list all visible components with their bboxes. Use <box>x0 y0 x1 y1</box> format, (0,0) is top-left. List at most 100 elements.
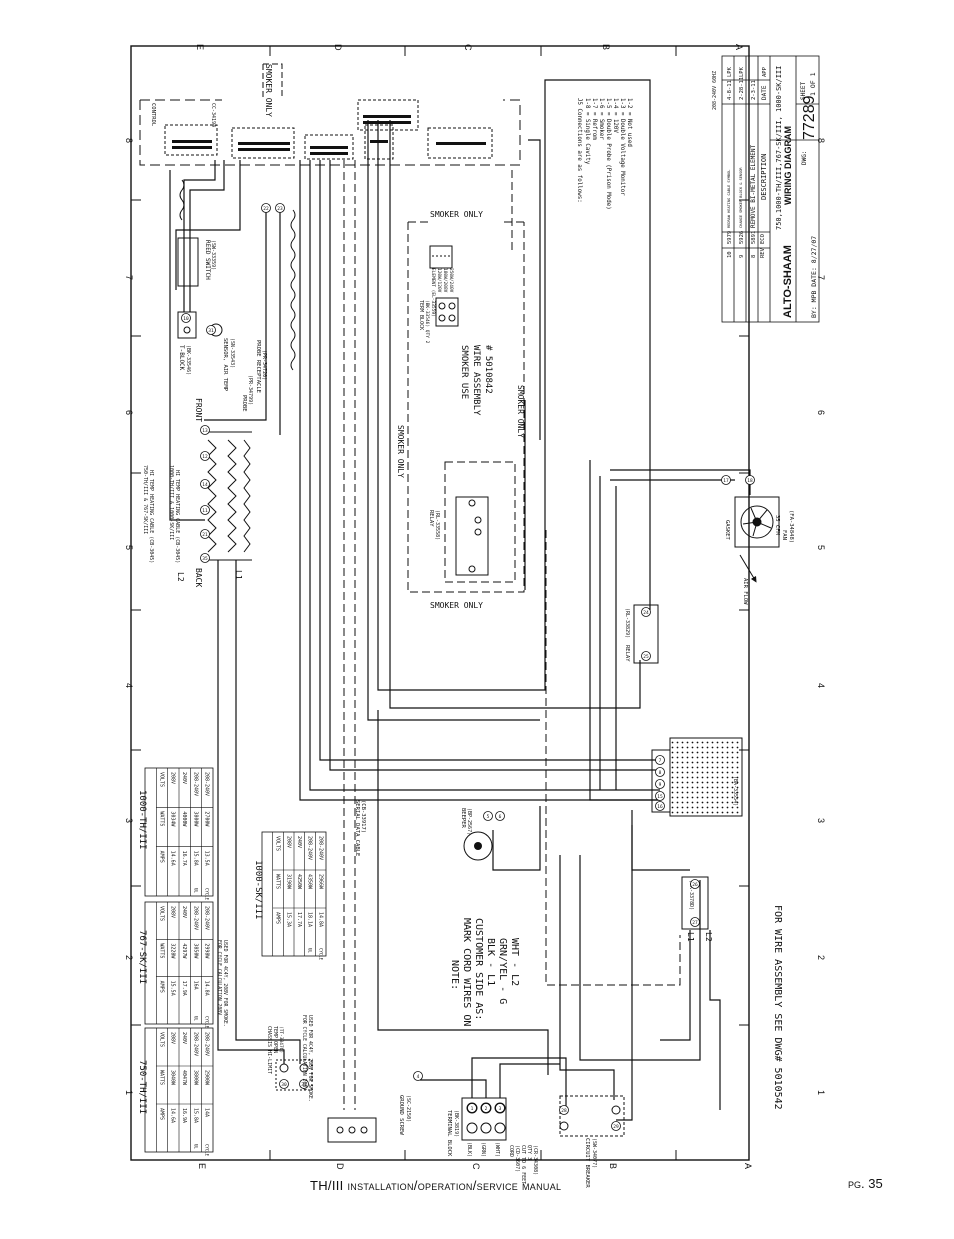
spec-tables: 750-TH/IIIVOLTSWATTSAMPS208V3040W14.6A24… <box>137 767 327 1157</box>
spec-table-cell: 208-240V <box>204 906 210 930</box>
grid-number-left-4: 4 <box>124 683 134 688</box>
wire-number-label: 13 <box>202 428 208 434</box>
l1-label: L1 <box>234 570 243 580</box>
spec-table-cell: 208-240V <box>307 836 313 860</box>
spec-table-cell: 240V <box>181 1032 187 1044</box>
svg-text:(BK-33546) QTY 2: (BK-33546) QTY 2 <box>424 300 430 344</box>
tb-app-9: LPK <box>739 66 745 77</box>
wire-number-bubble <box>745 475 755 485</box>
svg-text:GRN/YEL - G: GRN/YEL - G <box>497 938 508 1004</box>
wire-number-bubble <box>641 651 651 661</box>
smoker-only-label-left: SMOKER ONLY <box>396 425 405 478</box>
spec-table-cell: 3228W <box>170 943 176 959</box>
j5-legend: J5 Connections are as follows: 1-8 = Sin… <box>576 98 632 210</box>
wire-number-bubble <box>200 425 210 435</box>
smoker-wire-assy-2: WIRE ASSEMBLY <box>471 345 481 416</box>
wire-number-label: 12 <box>202 454 208 460</box>
tb-rev-8: 8 <box>751 255 757 258</box>
spec-table-cell: 16.9A <box>181 1108 187 1123</box>
grid-number-right-4: 4 <box>816 683 826 688</box>
wire-number-bubble <box>559 1105 569 1115</box>
wire-number-label: 28 <box>561 1108 567 1114</box>
heating-cable-label-3: 750-TH/III & 767-SK/III <box>142 465 148 534</box>
spec-table-row-tag: UL <box>193 888 198 893</box>
grid-number-left-2: 2 <box>124 955 134 960</box>
tb-rev-10: 10 <box>727 251 733 258</box>
spec-table-cell: 3800W <box>192 811 198 827</box>
tb-eco-9: 5926 <box>739 231 745 244</box>
grid-letter-top-d: D <box>333 44 343 51</box>
grid-letter-bottom-c: C <box>471 1163 481 1170</box>
wire-number-bubble <box>483 811 493 821</box>
spec-table-cell: 4000W <box>181 811 187 827</box>
svg-text:180W/208V: 180W/208V <box>442 268 448 293</box>
svg-text:1-4 = 120V: 1-4 = 120V <box>612 98 618 133</box>
svg-text:TERMINAL BLOCK: TERMINAL BLOCK <box>446 1110 452 1157</box>
smoker-only-label-bottom: SMOKER ONLY <box>430 601 483 610</box>
tb-voltage: 208-240V 60HZ <box>712 71 718 110</box>
wire-number-bubble <box>721 475 731 485</box>
svg-text:BEEPER: BEEPER <box>460 808 466 829</box>
svg-text:(PR-34720): (PR-34720) <box>261 350 267 380</box>
l2-label-2: L2 <box>704 932 713 942</box>
svg-text:(BP-2567): (BP-2567) <box>466 808 472 835</box>
smoker-only-label-top: SMOKER ONLY <box>430 210 483 219</box>
wire-number-label: 27 <box>692 920 698 926</box>
wire-number-bubble <box>200 479 210 489</box>
spec-table-cell: 208-240V <box>192 1032 198 1056</box>
svg-text:(SN-33543): (SN-33543) <box>229 338 235 368</box>
grid-number-left-1: 1 <box>124 1090 134 1095</box>
footer-page-number: pg. 35 <box>848 1176 883 1191</box>
spec-table-cell: 14.8A <box>204 981 210 996</box>
svg-text:CORD: CORD <box>508 1145 514 1157</box>
grid-number-right-3: 3 <box>816 818 826 823</box>
svg-text:(BLK): (BLK) <box>466 1142 472 1157</box>
spec-table-cell: 4250W <box>296 874 302 890</box>
spec-table-cell: 2998W <box>204 943 210 959</box>
svg-text:SERIAL DATA CABLE: SERIAL DATA CABLE <box>354 800 360 856</box>
svg-text:(CR-34308): (CR-34308) <box>532 1145 538 1175</box>
svg-text:BLK - L1: BLK - L1 <box>485 938 496 986</box>
relay-2: RELAY (RL-33829) <box>624 604 659 664</box>
grid-number-left-6: 6 <box>124 410 134 415</box>
spec-table-cell: 13.5A <box>204 851 210 866</box>
wire-number-label: 35 <box>202 556 208 562</box>
spec-table-cell: 4350W <box>307 874 313 890</box>
power-supply: (BA-33554) <box>651 737 743 817</box>
svg-text:RELAY: RELAY <box>624 645 630 662</box>
svg-text:(BA-33554): (BA-33554) <box>732 776 738 806</box>
grid-number-right-1: 1 <box>816 1090 826 1095</box>
spec-table: 767-SK/IIIVOLTSWATTSAMPS208V3228W15.5A24… <box>137 901 214 1029</box>
svg-text:MARK CORD WIRES ON: MARK CORD WIRES ON <box>461 918 472 1026</box>
spec-table-header: WATTS <box>158 1070 164 1085</box>
grid-number-right-5: 5 <box>816 545 826 550</box>
svg-text:(SW-33359): (SW-33359) <box>210 240 216 270</box>
fan-part: (FA-34848) <box>788 510 794 543</box>
footer-model: TH/III <box>310 1178 344 1193</box>
drawing-border <box>130 45 750 1161</box>
grid-letter-bottom-b: B <box>608 1163 618 1169</box>
tb-company: ALTO-SHAAM <box>782 245 794 318</box>
spec-table-cell: 208-240V <box>204 1032 210 1056</box>
svg-text:QTY 3: QTY 3 <box>526 1145 532 1160</box>
spec-table-cell: 2700W <box>204 811 210 827</box>
grid-letter-bottom-a: A <box>743 1163 753 1169</box>
svg-text:1-6 = Smoker: 1-6 = Smoker <box>598 98 604 140</box>
wire-number-label: 21 <box>202 532 208 538</box>
spec-table-header: VOLTS <box>158 1032 164 1047</box>
cord-note: NOTE: MARK CORD WIRES ON CUSTOMER SIDE A… <box>449 918 520 1026</box>
svg-text:ELEMENT (EL-33559): ELEMENT (EL-33559) <box>430 268 436 317</box>
svg-text:(BK-33546): (BK-33546) <box>185 345 191 375</box>
spec-table-cell: 208-240V <box>192 772 198 796</box>
wire-number-bubble <box>495 811 505 821</box>
spec-table-row-tag: CYCLE <box>205 888 210 901</box>
tb-sheet-label: SHEET <box>800 82 807 100</box>
spec-table-cell: 4297W <box>181 943 187 959</box>
spec-table-cell: 16A <box>192 981 198 990</box>
svg-text:USED FOR 4C4Y, 208V FOR SMOKE.: USED FOR 4C4Y, 208V FOR SMOKE. <box>222 940 228 1027</box>
svg-text:(CD-3607): (CD-3607) <box>514 1145 520 1172</box>
spec-table-row-tag: CYCLE <box>205 1144 210 1157</box>
svg-text:NOTE:: NOTE: <box>449 960 460 990</box>
heating-cable <box>200 425 252 563</box>
smoker-relay: RELAY (RL-33558) <box>428 496 489 576</box>
